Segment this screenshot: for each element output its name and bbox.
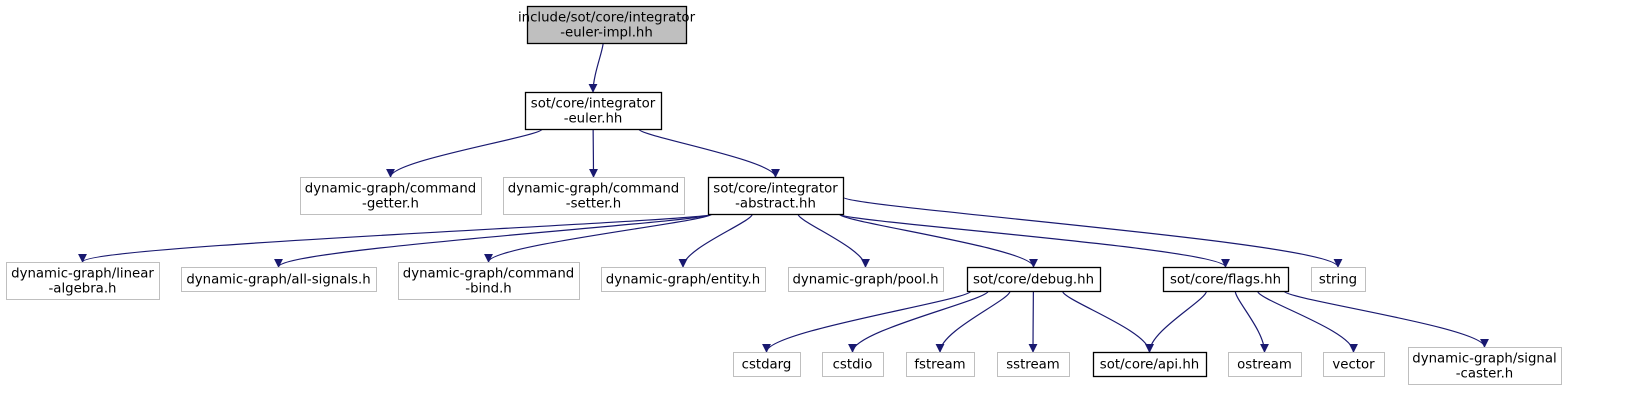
node-label: -algebra.h: [49, 282, 117, 297]
node-label: sstream: [1006, 358, 1060, 373]
node-box: [1228, 352, 1302, 377]
node-box: [398, 262, 580, 300]
node-box: [1092, 351, 1208, 378]
node-label: fstream: [914, 358, 965, 373]
node-caster: dynamic-graph/signal-caster.h: [1408, 347, 1562, 385]
node-euler[interactable]: sot/core/integrator-euler.hh: [524, 91, 663, 131]
node-box: [6, 262, 160, 300]
edge-abstract-to-linear: [78, 213, 713, 263]
node-box: [601, 267, 766, 292]
node-label: dynamic-graph/pool.h: [792, 273, 938, 288]
node-label: dynamic-graph/entity.h: [606, 273, 760, 288]
node-box: [1311, 267, 1366, 292]
edge-abstract-to-string: [842, 196, 1343, 268]
edge-flags-to-vector: [1256, 290, 1358, 353]
node-getter: dynamic-graph/command-getter.h: [300, 177, 482, 215]
node-box: [524, 91, 663, 131]
node-label: cstdio: [833, 358, 873, 373]
node-label: sot/core/api.hh: [1100, 358, 1199, 373]
node-bind: dynamic-graph/command-bind.h: [398, 262, 580, 300]
node-box: [733, 352, 801, 377]
node-box: [997, 352, 1070, 377]
node-root[interactable]: include/sot/core/integrator-euler-impl.h…: [518, 5, 696, 45]
edge-flags-to-api: [1145, 290, 1208, 353]
node-string: string: [1311, 267, 1366, 292]
node-label: dynamic-graph/command: [403, 267, 574, 282]
edge-flags-to-caster: [1283, 290, 1489, 348]
edge-abstract-to-pool: [797, 213, 870, 268]
node-label: dynamic-graph/command: [508, 182, 679, 197]
node-cstdarg: cstdarg: [733, 352, 801, 377]
node-box: [526, 5, 688, 45]
node-label: string: [1319, 273, 1357, 288]
node-box: [707, 176, 845, 216]
node-allsignals: dynamic-graph/all-signals.h: [181, 267, 377, 292]
node-entity: dynamic-graph/entity.h: [601, 267, 766, 292]
node-box: [1408, 347, 1562, 385]
node-label: include/sot/core/integrator: [518, 11, 696, 26]
edge-abstract-to-bind: [484, 213, 713, 263]
node-label: cstdarg: [742, 358, 792, 373]
node-label: -euler.hh: [564, 112, 623, 127]
node-cstdio: cstdio: [822, 352, 884, 377]
edge-debug-to-fstream: [935, 290, 1011, 353]
node-box: [788, 267, 944, 292]
node-label: dynamic-graph/command: [305, 182, 476, 197]
node-label: sot/core/debug.hh: [973, 273, 1094, 288]
node-debug[interactable]: sot/core/debug.hh: [966, 266, 1102, 293]
node-box: [822, 352, 884, 377]
node-label: dynamic-graph/linear: [11, 267, 154, 282]
node-label: sot/core/integrator: [531, 97, 656, 112]
node-api[interactable]: sot/core/api.hh: [1092, 351, 1208, 378]
node-fstream: fstream: [906, 352, 975, 377]
node-box: [966, 266, 1102, 293]
node-pool: dynamic-graph/pool.h: [788, 267, 944, 292]
node-label: -euler-impl.hh: [560, 26, 653, 41]
node-ostream: ostream: [1228, 352, 1302, 377]
edge-euler-to-getter: [386, 128, 543, 178]
edge-abstract-to-debug: [838, 213, 1038, 268]
edge-abstract-to-allsignals: [274, 213, 713, 268]
node-label: -caster.h: [1456, 367, 1513, 382]
edge-abstract-to-flags: [838, 213, 1230, 268]
node-linear: dynamic-graph/linear-algebra.h: [6, 262, 160, 300]
node-label: dynamic-graph/signal: [1412, 352, 1556, 367]
node-label: vector: [1332, 358, 1375, 373]
node-box: [1162, 266, 1290, 293]
node-setter: dynamic-graph/command-setter.h: [503, 177, 685, 215]
node-box: [1323, 352, 1385, 377]
edge-abstract-to-entity: [678, 213, 753, 268]
nodes-layer: include/sot/core/integrator-euler-impl.h…: [6, 5, 1562, 385]
node-label: sot/core/integrator: [713, 182, 838, 197]
node-box: [300, 177, 482, 215]
node-label: -getter.h: [362, 197, 419, 212]
edge-flags-to-ostream: [1234, 290, 1269, 353]
node-label: -setter.h: [566, 197, 621, 212]
edge-euler-to-abstract: [638, 128, 780, 178]
node-vector: vector: [1323, 352, 1385, 377]
edge-debug-to-cstdarg: [762, 290, 972, 353]
edges-layer: [78, 42, 1489, 353]
node-sstream: sstream: [997, 352, 1070, 377]
edge-debug-to-cstdio: [848, 290, 989, 353]
node-flags[interactable]: sot/core/flags.hh: [1162, 266, 1290, 293]
edge-debug-to-api: [1061, 290, 1154, 353]
node-label: sot/core/flags.hh: [1170, 273, 1281, 288]
node-box: [906, 352, 975, 377]
node-label: -abstract.hh: [735, 197, 816, 212]
node-box: [503, 177, 685, 215]
node-abstract[interactable]: sot/core/integrator-abstract.hh: [707, 176, 845, 216]
node-label: -bind.h: [465, 282, 511, 297]
node-label: dynamic-graph/all-signals.h: [186, 273, 370, 288]
edge-root-to-euler: [588, 42, 604, 93]
node-label: ostream: [1237, 358, 1292, 373]
node-box: [181, 267, 377, 292]
